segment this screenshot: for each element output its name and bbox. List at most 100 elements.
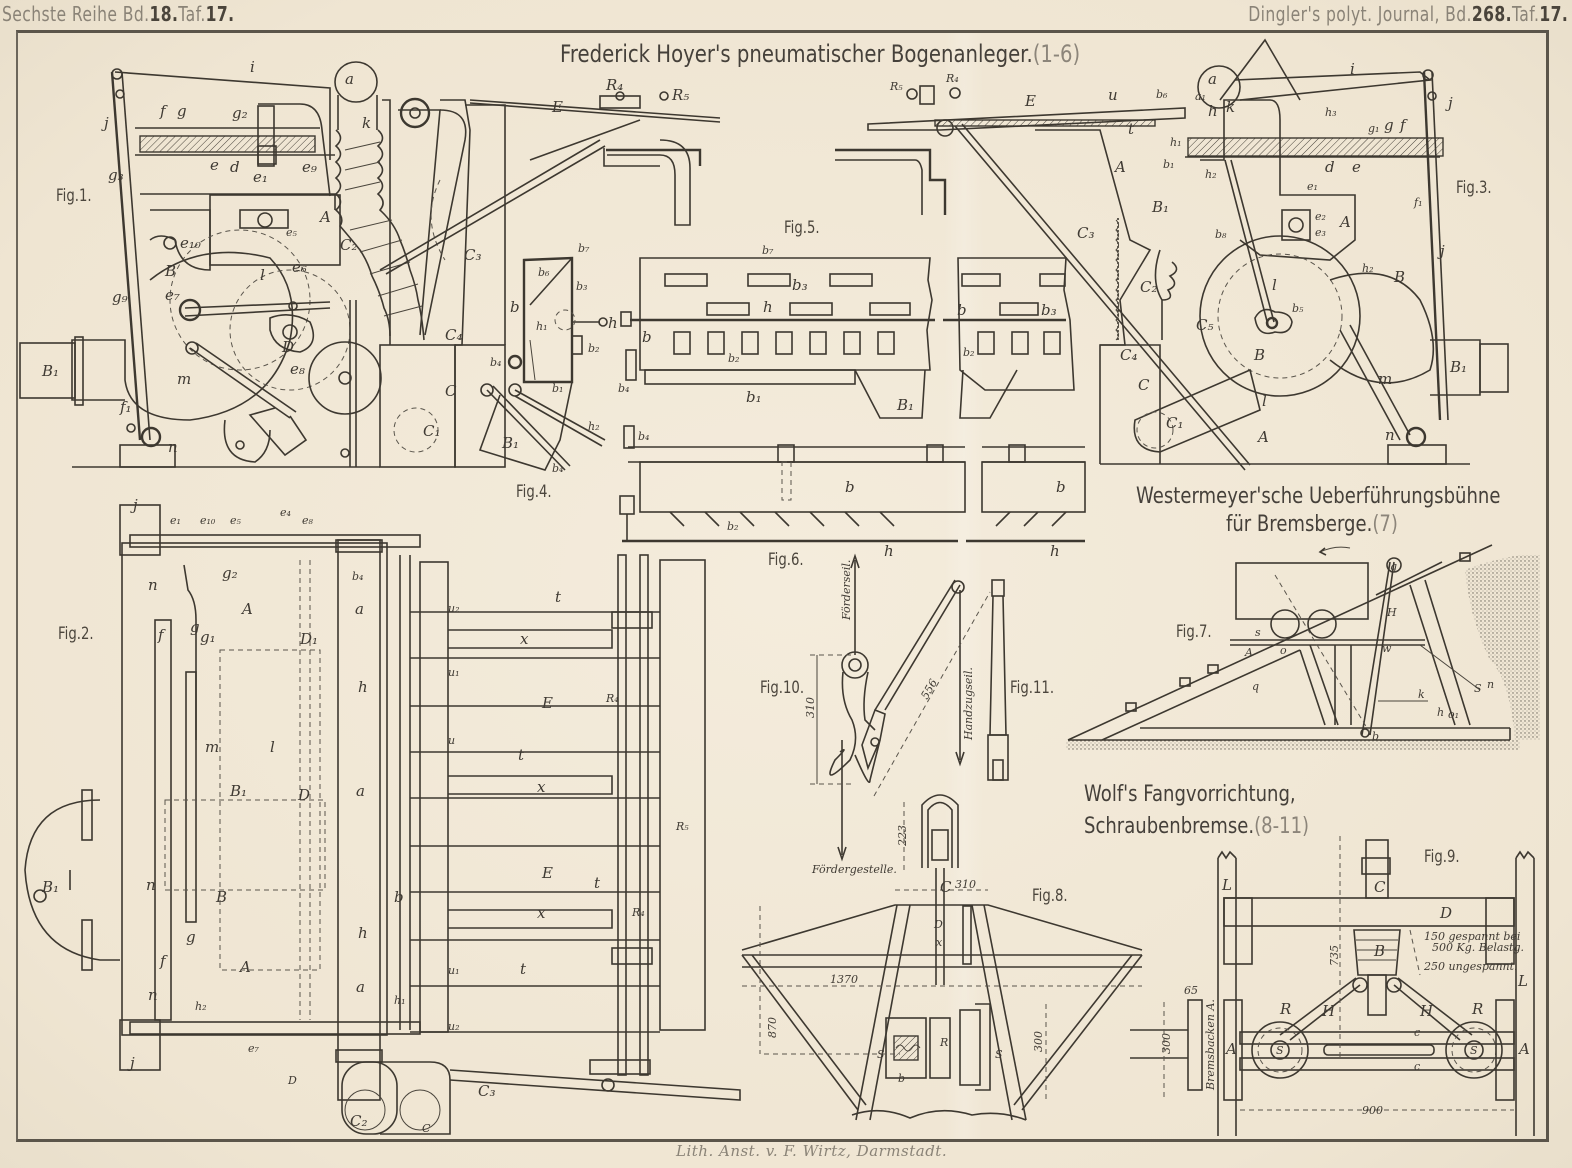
fig1-label-e5: e₅ (286, 226, 298, 239)
fig3-label-b1: b₁ (1163, 158, 1174, 171)
fig2-label-t3: t (594, 874, 601, 892)
fig5-drawing: b₇ b₃ h b b₂ b₄ b₁ B₁ b b₃ b₂ (618, 244, 1075, 419)
fig1-label-e8: e₈ (290, 360, 305, 378)
fig9-label-L: L (1221, 876, 1232, 894)
fig7-label-S: S (1474, 682, 1482, 695)
fig1-label-C4: C₄ (445, 326, 463, 344)
journal-header: Dingler's polyt. Journal, Bd.268.Taf.17. (1248, 2, 1568, 26)
fig8-label-C: C (940, 878, 952, 896)
fig3-label-C2: C₂ (1140, 278, 1158, 296)
fig2-caption: Fig.2. (58, 624, 94, 644)
fig9-label-c2: c (1414, 1060, 1420, 1073)
fig5-label-b: b (642, 328, 652, 346)
fig2-label-R4b: R₄ (631, 906, 645, 919)
lithographer-credit: Lith. Anst. v. F. Wirtz, Darmstadt. (676, 1142, 948, 1160)
fig9-dim-height: 735 (1328, 945, 1341, 966)
fig1-label-a: a (345, 70, 354, 88)
fig2-label-e7: e₇ (248, 1042, 260, 1055)
fig9-label-S2: S (1470, 1044, 1478, 1057)
fig8-label-D: D (933, 918, 943, 931)
fig2-label-e5: e₅ (230, 514, 242, 527)
fig11-drawing (987, 579, 1009, 781)
fig7-label-g: g (1390, 560, 1397, 573)
fig1-label-B1: B₁ (41, 362, 59, 380)
fig7-label-A: A (1244, 646, 1253, 659)
fig3-label-e: e (1352, 158, 1361, 176)
series-volume: 18. (149, 2, 179, 26)
fig1-label-e: e (210, 156, 219, 174)
fig9-dim-pad-height: 300 (1160, 1033, 1173, 1054)
westermeyer-title-line1: Westermeyer'sche Ueberführungsbühne (1136, 484, 1501, 509)
fig5-label-B1: B₁ (896, 396, 914, 414)
fig2-label-h2: h (358, 924, 368, 942)
fig1-label-D: D (281, 338, 294, 356)
fig1-label-A: A (318, 208, 331, 226)
fig4-label-b7: b₇ (578, 242, 590, 255)
fig1-label-f: f (159, 102, 168, 120)
fig1-label-j: j (101, 114, 109, 132)
fig10-label-handzugseil: Handzugseil. (962, 667, 975, 741)
fig10-dim-height: 310 (804, 697, 817, 718)
fig2-label-e1: e₁ (170, 514, 181, 527)
fig2-label-C: C (422, 1122, 431, 1135)
fig8-label-R: R (939, 1036, 948, 1049)
main-title-figs: (1-6) (1032, 40, 1081, 68)
fig3-label-h2b: h₂ (1362, 262, 1374, 275)
fig2-label-t: t (555, 588, 562, 606)
fig3-label-e3: e₃ (1315, 226, 1326, 239)
fig5-label-b4: b₄ (618, 382, 629, 395)
fig2-label-e8: e₈ (302, 514, 314, 527)
fig8-dim-height: 870 (766, 1017, 779, 1038)
fig5-label-b2: b₂ (728, 352, 739, 365)
fig2-label-x: x (520, 630, 529, 648)
fig4-label-b6: b₆ (538, 266, 550, 279)
fig6-label-h: h (884, 542, 894, 560)
fig3-label-e1: e₁ (1307, 180, 1318, 193)
fig2-label-j2: j (127, 1054, 135, 1072)
fig3-caption: Fig.3. (1456, 178, 1492, 198)
fig2-label-a3: a (356, 978, 365, 996)
fig2-label-n: n (148, 576, 158, 594)
fig9-label-D: D (1439, 904, 1452, 922)
fig7-label-n: n (1487, 678, 1494, 691)
fig5-label-b3-right: b₃ (1041, 301, 1057, 319)
fig1-label-n: n (168, 438, 178, 456)
fig3-label-C4: C₄ (1120, 346, 1138, 364)
fig3-label-n: n (1385, 426, 1395, 444)
fig9-label-c: c (1414, 1026, 1420, 1039)
fig1-label-i: i (250, 58, 255, 76)
fig2-label-j: j (130, 496, 138, 514)
fig8-dim-width: 310 (955, 878, 976, 891)
fig9-label-R2: R (1471, 1000, 1483, 1018)
fig1-label-e10: e₁₀ (180, 234, 201, 252)
fig2-label-C2: C₂ (350, 1112, 368, 1130)
fig5-label-b1: b₁ (746, 388, 762, 406)
fig9-label-A2: A (1517, 1040, 1530, 1058)
fig10-dim-length: 556 (918, 677, 940, 702)
fig9-label-B: B (1373, 942, 1385, 960)
fig6-label-h-right: h (1050, 542, 1060, 560)
westermeyer-title-figs: (7) (1372, 512, 1398, 537)
fig3-label-k: k (1226, 98, 1235, 116)
fig1-label-g2: g₂ (232, 104, 248, 122)
westermeyer-title-line2: für Bremsberge.(7) (1226, 512, 1398, 537)
fig2-label-u: u (448, 734, 455, 747)
fig2-drawing: j e₁ e₁₀ e₅ e₄ e₈ n g₂ b₄ A a g₁ f g D₁ … (24, 496, 741, 1135)
fig3-label-R5: R₅ (889, 80, 903, 93)
fig2-label-D1: D₁ (299, 630, 318, 648)
fig2-label-h: h (358, 678, 368, 696)
main-title-text: Frederick Hoyer's pneumatischer Bogenanl… (560, 40, 1033, 68)
fig4-label-h: h (608, 314, 618, 332)
fig2-label-t4: t (520, 960, 527, 978)
fig11-caption: Fig.11. (1010, 678, 1055, 698)
fig2-label-e10: e₁₀ (200, 514, 216, 527)
fig8-dim-right: 300 (1032, 1031, 1045, 1052)
plate-frame (16, 30, 1549, 1142)
fig3-label-C: C (1138, 376, 1150, 394)
fig9-dim-width: 900 (1362, 1104, 1383, 1117)
fig2-label-B1: B₁ (229, 782, 247, 800)
fig9-spring-note-2: 500 Kg. Belastg. (1432, 941, 1524, 954)
fig7-label-o1: o₁ (1448, 708, 1459, 721)
fig1-label-R5: R₅ (671, 86, 689, 104)
fig4-label-b2: b₂ (588, 342, 599, 355)
